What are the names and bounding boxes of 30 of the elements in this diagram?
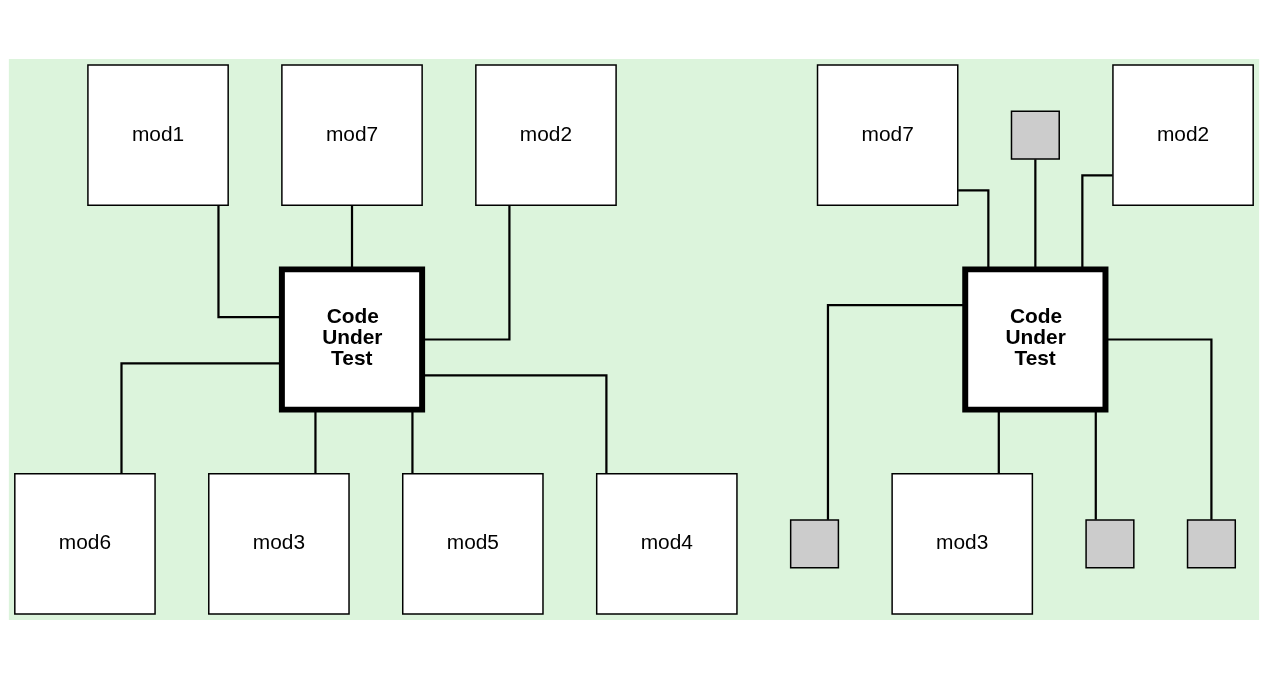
connector [411, 409, 414, 473]
node-box: Code Under Test [962, 265, 1109, 413]
node-box: mod6 [14, 472, 156, 615]
connector [958, 188, 990, 269]
connector [826, 303, 966, 520]
connector [120, 361, 282, 474]
node-box [1186, 518, 1237, 569]
node-box: mod2 [475, 63, 617, 206]
connector [422, 204, 511, 341]
node-box: Code Under Test [278, 265, 426, 413]
connector [1094, 409, 1097, 520]
connector [422, 373, 608, 473]
node-box: mod3 [208, 472, 350, 615]
connector [217, 204, 282, 318]
node-box [1010, 109, 1060, 160]
connector [314, 409, 317, 473]
node-box: mod2 [1112, 63, 1254, 206]
node-box [789, 518, 840, 569]
connector [997, 409, 1000, 473]
node-box: mod5 [402, 472, 544, 615]
node-box: mod1 [87, 63, 229, 206]
node-box: mod7 [816, 63, 959, 206]
node-box: mod3 [891, 472, 1034, 615]
connector [1034, 158, 1037, 269]
node-box [1085, 518, 1135, 569]
node-box: mod4 [595, 472, 738, 615]
connector [350, 204, 354, 269]
connector [1081, 173, 1113, 269]
connector [1105, 337, 1213, 520]
node-box: mod7 [281, 63, 423, 206]
